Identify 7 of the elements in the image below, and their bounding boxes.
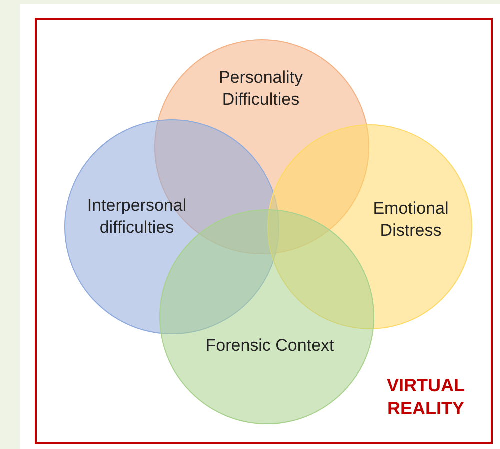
frame [35, 18, 493, 444]
venn-circle [267, 124, 473, 330]
circle-label: Personality Difficulties [218, 66, 304, 111]
circle-label: Interpersonal difficulties [86, 194, 188, 239]
circle-label: Forensic Context [205, 334, 335, 357]
circle-label: Emotional Distress [372, 198, 450, 242]
frame-label: VIRTUAL REALITY [386, 374, 466, 421]
